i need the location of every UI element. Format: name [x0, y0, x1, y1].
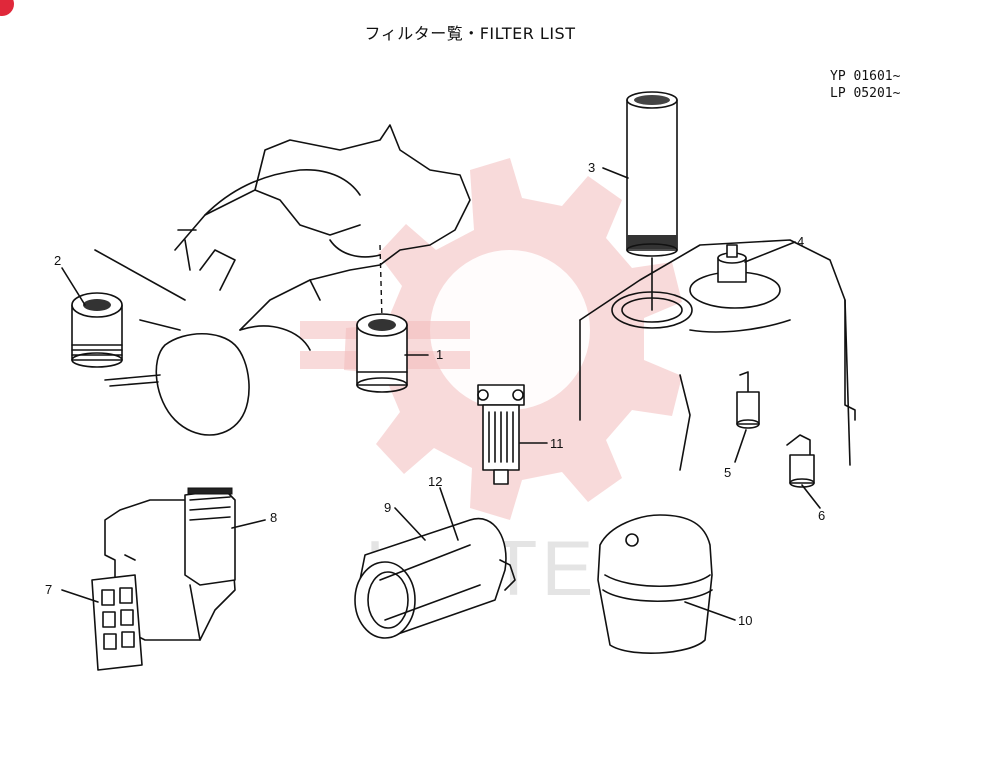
callout-8: 8 — [270, 510, 277, 525]
part-7-panel-filter — [91, 574, 143, 671]
watermark-gear-icon — [300, 158, 682, 520]
callout-7: 7 — [45, 582, 52, 597]
hydraulic-tank — [579, 239, 856, 471]
part-3-hydraulic-element — [626, 91, 678, 311]
corner-marker — [0, 0, 14, 16]
page-title: フィルター覧・FILTER LIST — [364, 24, 576, 43]
leader-lines — [61, 167, 821, 621]
callout-10: 10 — [738, 613, 752, 628]
engine-block — [94, 124, 471, 436]
callout-3: 3 — [588, 160, 595, 175]
part-4-breather — [717, 244, 747, 283]
callout-12: 12 — [428, 474, 442, 489]
callout-2: 2 — [54, 253, 61, 268]
callout-1: 1 — [436, 347, 443, 362]
part-5-small-filter — [736, 371, 760, 429]
callout-4: 4 — [797, 234, 804, 249]
part-12-inner-element — [379, 544, 481, 621]
part-1-fuel-filter — [356, 313, 408, 393]
serial-line-2: LP 05201~ — [830, 86, 901, 101]
part-11-inline-filter — [477, 384, 525, 485]
callout-9: 9 — [384, 500, 391, 515]
serial-line-1: YP 01601~ — [830, 69, 901, 84]
part-2-oil-filter — [71, 292, 123, 368]
part-10-filter-bowl — [597, 514, 713, 654]
serial-range: YP 01601~ LP 05201~ — [830, 68, 900, 102]
callout-11: 11 — [550, 436, 564, 451]
part-9-outer-element — [354, 517, 516, 639]
part-8-element — [184, 487, 236, 586]
part-6-small-filter — [786, 434, 815, 488]
callout-5: 5 — [724, 465, 731, 480]
callout-6: 6 — [818, 508, 825, 523]
